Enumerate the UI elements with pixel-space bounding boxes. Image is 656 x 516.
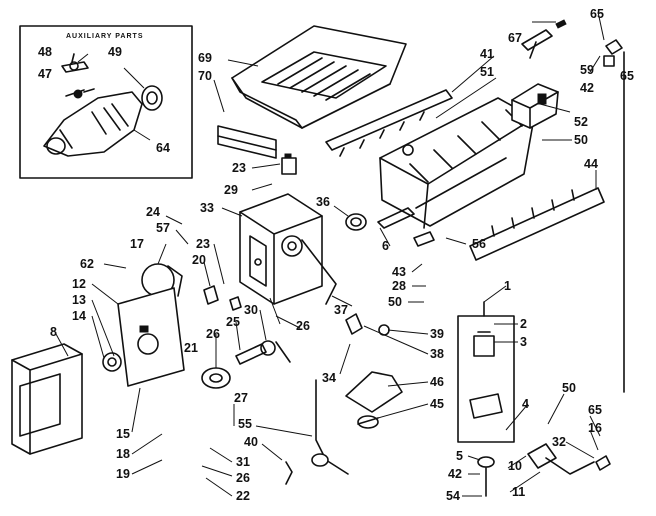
callout-4: 4: [522, 397, 529, 411]
callout-20: 20: [192, 253, 206, 267]
callout-26: 26: [296, 319, 310, 333]
callout-55: 55: [238, 417, 252, 431]
ejector-part: [325, 89, 453, 157]
callout-39: 39: [430, 327, 444, 341]
callout-21: 21: [184, 341, 198, 355]
callout-29: 29: [224, 183, 238, 197]
callout-54: 54: [446, 489, 460, 503]
callout-48: 48: [38, 45, 52, 59]
callout-6: 6: [382, 239, 389, 253]
callout-3: 3: [520, 335, 527, 349]
callout-1: 1: [504, 279, 511, 293]
callout-25: 25: [226, 315, 240, 329]
callout-34: 34: [322, 371, 336, 385]
callout-26: 26: [236, 471, 250, 485]
callout-38: 38: [430, 347, 444, 361]
callout-30: 30: [244, 303, 258, 317]
callout-59: 59: [580, 63, 594, 77]
callout-69: 69: [198, 51, 212, 65]
callout-2: 2: [520, 317, 527, 331]
callout-41: 41: [480, 47, 494, 61]
housing-part: [239, 193, 323, 305]
callout-33: 33: [200, 201, 214, 215]
callout-26: 26: [206, 327, 220, 341]
callout-52: 52: [574, 115, 588, 129]
auxiliary-parts-title: AUXILIARY PARTS: [66, 33, 144, 40]
lever-part: [203, 285, 242, 311]
wiring-harness-part: [285, 379, 349, 485]
cam-part: [201, 367, 231, 389]
callout-23: 23: [196, 237, 210, 251]
ice-bucket-part: [231, 25, 407, 129]
callout-15: 15: [116, 427, 130, 441]
inlet-tube-part: [521, 19, 625, 393]
callout-44: 44: [584, 157, 598, 171]
valve-fitting-icon: [61, 53, 89, 73]
callout-12: 12: [72, 277, 86, 291]
callout-50: 50: [388, 295, 402, 309]
callout-16: 16: [588, 421, 602, 435]
callout-31: 31: [236, 455, 250, 469]
callout-23: 23: [232, 161, 246, 175]
callout-64: 64: [156, 141, 170, 155]
callout-70: 70: [198, 69, 212, 83]
callout-50: 50: [574, 133, 588, 147]
water-valve-kit-box: [457, 301, 515, 443]
callout-49: 49: [108, 45, 122, 59]
callout-37: 37: [334, 303, 348, 317]
callout-32: 32: [552, 435, 566, 449]
callout-46: 46: [430, 375, 444, 389]
bucket-front-bracket: [217, 125, 277, 159]
callout-67: 67: [508, 31, 522, 45]
callout-43: 43: [392, 265, 406, 279]
callout-28: 28: [392, 279, 406, 293]
callout-56: 56: [472, 237, 486, 251]
mounting-plate-part: [117, 287, 185, 387]
callout-42: 42: [580, 81, 594, 95]
ice-mold-part: [379, 97, 535, 229]
callout-10: 10: [508, 459, 522, 473]
callout-5: 5: [456, 449, 463, 463]
leader-lines: [55, 11, 605, 497]
supply-line-part: [477, 443, 611, 497]
callout-24: 24: [146, 205, 160, 219]
callout-62: 62: [80, 257, 94, 271]
wire-part: [301, 239, 337, 305]
grommet-part: [345, 213, 367, 231]
fill-cup-part: [511, 83, 559, 129]
callout-14: 14: [72, 309, 86, 323]
callout-45: 45: [430, 397, 444, 411]
callout-18: 18: [116, 447, 130, 461]
callout-40: 40: [244, 435, 258, 449]
callout-numbers: 69 70 67 65 41 51 59 42 65 52 50 23 29 3…: [50, 7, 634, 503]
gear-part: [102, 352, 122, 372]
switch-part: [281, 153, 297, 175]
thermostat-part: [377, 207, 435, 247]
callout-65: 65: [588, 403, 602, 417]
filter-cartridge-icon: [43, 85, 163, 157]
screw-fitting-icon: [65, 88, 95, 99]
callout-8: 8: [50, 325, 57, 339]
auxiliary-parts-box: AUXILIARY PARTS 48 49 47 64: [19, 25, 193, 179]
callout-11: 11: [512, 485, 525, 499]
shut-off-arm-part: [469, 187, 605, 261]
callout-19: 19: [116, 467, 130, 481]
callout-47: 47: [38, 67, 52, 81]
front-cover-part: [11, 343, 83, 455]
callout-13: 13: [72, 293, 86, 307]
valve-bracket-part: [345, 371, 403, 429]
callout-36: 36: [316, 195, 330, 209]
coupler-part: [235, 340, 291, 365]
callout-51: 51: [480, 65, 494, 79]
callout-65: 65: [620, 69, 634, 83]
callout-57: 57: [156, 221, 170, 235]
callout-22: 22: [236, 489, 250, 503]
callout-50: 50: [562, 381, 576, 395]
callout-17: 17: [130, 237, 144, 251]
callout-65: 65: [590, 7, 604, 21]
bracket-part: [345, 313, 390, 336]
callout-42: 42: [448, 467, 462, 481]
callout-27: 27: [234, 391, 248, 405]
